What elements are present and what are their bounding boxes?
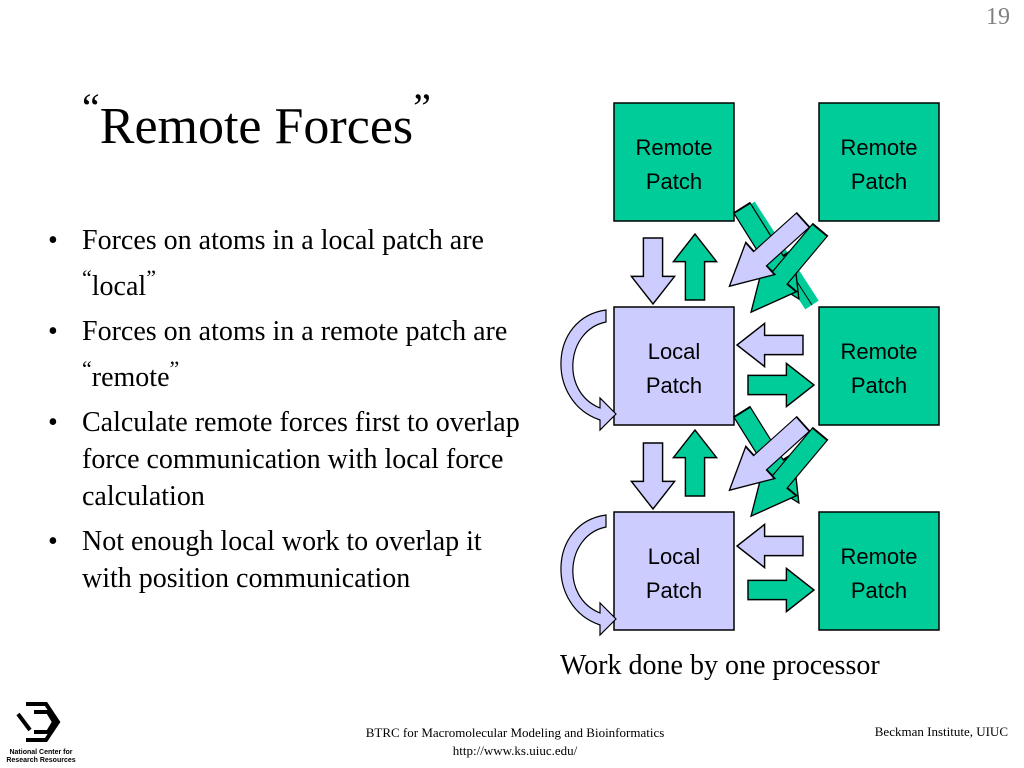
self-arrow-local-bottom bbox=[560, 514, 617, 637]
bullet-close-quote: ” bbox=[146, 265, 156, 290]
patch-label-line1: Remote bbox=[840, 339, 917, 364]
footer-line1: BTRC for Macromolecular Modeling and Bio… bbox=[365, 725, 665, 740]
self-arrow-local-middle bbox=[560, 309, 617, 432]
bullet-text: Forces on atoms in a local patch are bbox=[82, 225, 484, 256]
bullet-open-quote: “ bbox=[82, 356, 92, 381]
patch-remote-top-left: Remote Patch bbox=[613, 102, 735, 222]
slide-title: “Remote Forces” bbox=[82, 84, 431, 156]
bullet-text: Forces on atoms in a remote patch are bbox=[82, 316, 508, 347]
arrow-down-lavender bbox=[630, 237, 676, 305]
arrow-down-lavender bbox=[630, 442, 676, 510]
bullet-list: •Forces on atoms in a local patch are “l… bbox=[48, 222, 528, 605]
footer-center: BTRC for Macromolecular Modeling and Bio… bbox=[300, 724, 730, 760]
bullet-close-quote: ” bbox=[169, 356, 180, 381]
patch-remote-middle-right: Remote Patch bbox=[818, 306, 940, 426]
title-close-quote: ” bbox=[413, 85, 431, 130]
patch-label-line1: Remote bbox=[840, 135, 917, 160]
patch-label-line2: Patch bbox=[851, 169, 907, 194]
bullet-dot: • bbox=[48, 225, 58, 256]
patch-label-line2: Patch bbox=[646, 578, 702, 603]
bullet-item: • Calculate remote forces first to overla… bbox=[48, 404, 528, 515]
patch-label-line2: Patch bbox=[851, 578, 907, 603]
ncrr-logo: National Center for Research Resources bbox=[6, 702, 76, 764]
bullet-dot: • bbox=[48, 316, 58, 347]
bullet-text: Calculate remote forces first to overlap… bbox=[82, 407, 520, 512]
patch-label-line1: Local bbox=[648, 544, 701, 569]
patch-label-line1: Remote bbox=[635, 135, 712, 160]
title-open-quote: “ bbox=[82, 85, 100, 130]
footer-url: http://www.ks.uiuc.edu/ bbox=[452, 743, 578, 758]
patch-diagram: Remote Patch Remote Patch Local Patch Re… bbox=[560, 102, 940, 637]
bullet-item: • Not enough local work to overlap it wit… bbox=[48, 523, 528, 597]
bullet-item: • Forces on atoms in a remote patch are “… bbox=[48, 313, 528, 396]
patch-remote-bottom-right: Remote Patch bbox=[818, 511, 940, 631]
patch-label-line2: Patch bbox=[646, 169, 702, 194]
bullet-text: Not enough local work to overlap it with… bbox=[82, 526, 482, 594]
patch-remote-top-right: Remote Patch bbox=[818, 102, 940, 222]
patch-local-bottom: Local Patch bbox=[613, 511, 735, 631]
patch-label-line1: Local bbox=[648, 339, 701, 364]
slide-number: 19 bbox=[986, 4, 1010, 30]
bullet-dot: • bbox=[48, 407, 58, 438]
footer-right: Beckman Institute, UIUC bbox=[874, 724, 1008, 739]
arrow-up-green bbox=[672, 233, 718, 301]
arrow-left-lavender bbox=[736, 322, 804, 368]
svg-text:National Center for: National Center for bbox=[9, 749, 72, 756]
diagram-caption: Work done by one processor bbox=[560, 650, 880, 681]
arrow-right-green bbox=[747, 362, 815, 408]
bullet-quoted: local bbox=[91, 271, 147, 302]
patch-label-line2: Patch bbox=[646, 373, 702, 398]
title-text: Remote Forces bbox=[99, 98, 414, 155]
patch-label-line1: Remote bbox=[840, 544, 917, 569]
bullet-dot: • bbox=[48, 526, 58, 557]
bullet-item: • Forces on atoms in a local patch are “l… bbox=[48, 222, 528, 305]
arrow-left-lavender bbox=[736, 523, 804, 569]
bullet-open-quote: “ bbox=[82, 265, 92, 290]
bullet-quoted: remote bbox=[91, 362, 170, 393]
patch-label-line2: Patch bbox=[851, 373, 907, 398]
svg-text:Research Resources: Research Resources bbox=[6, 757, 75, 764]
arrow-up-green bbox=[672, 429, 718, 497]
arrow-right-green bbox=[747, 567, 815, 613]
patch-local-middle: Local Patch bbox=[613, 306, 735, 426]
